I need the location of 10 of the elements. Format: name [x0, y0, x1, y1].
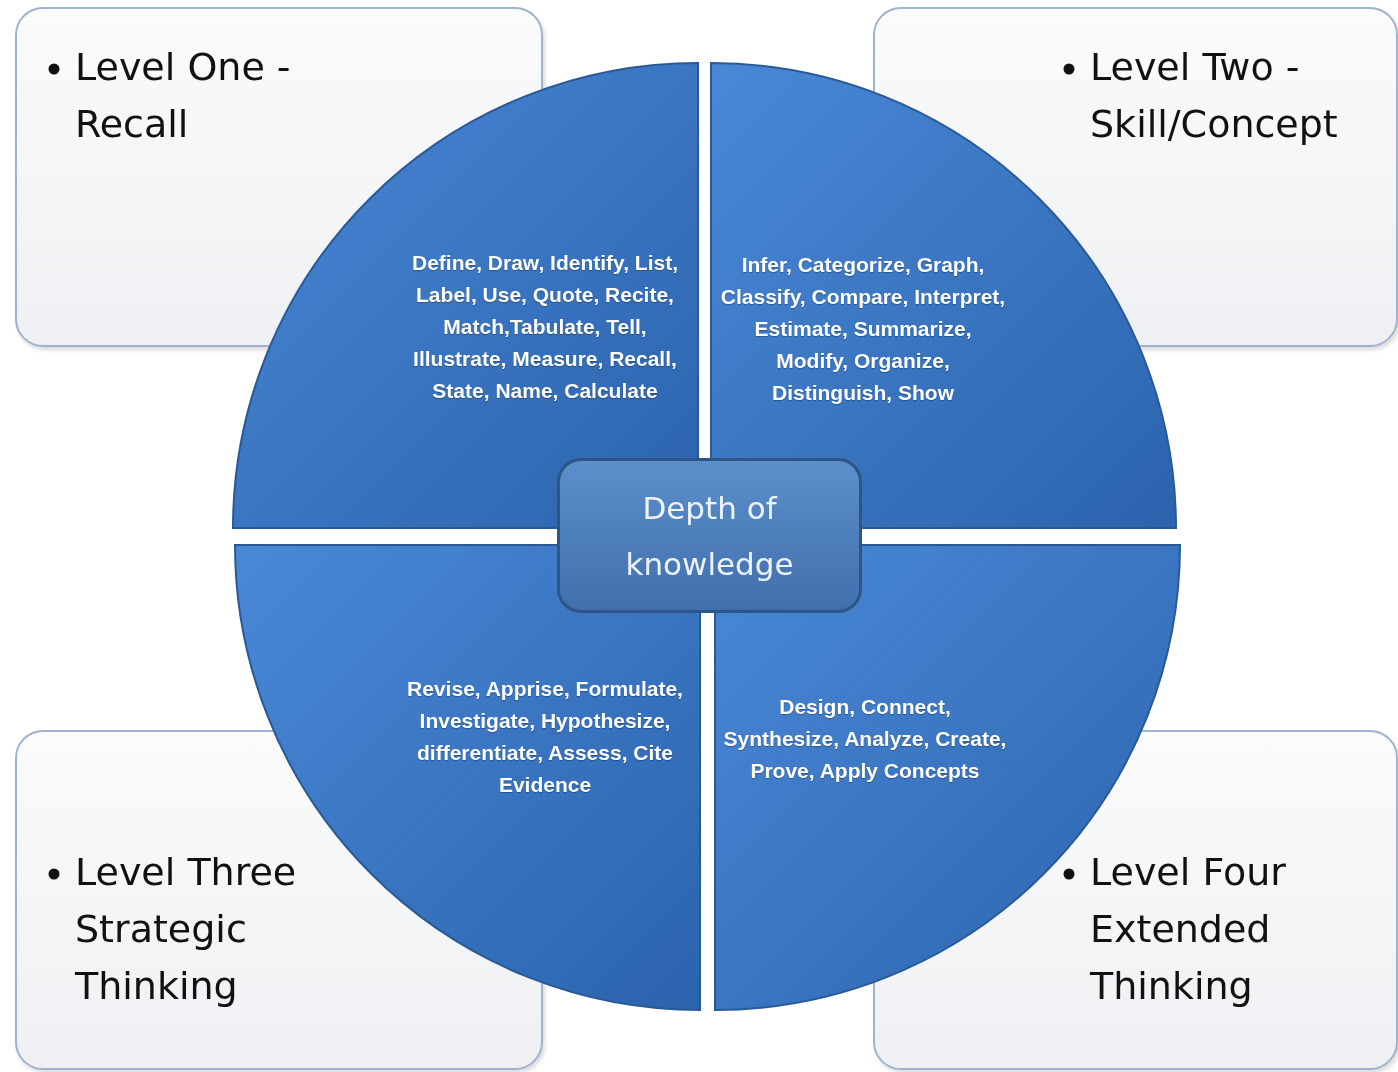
segment-text: Revise, Apprise, Formulate, Investigate, Hypothesize, differentiate, Assess, Cite Evidence: [406, 676, 684, 798]
level-title: Level Three Strategic Thinking: [75, 849, 298, 1010]
level-title: Level One - Recall: [75, 44, 292, 148]
center-label: Depth of knowledge: [624, 488, 795, 584]
level-title: Level Two - Skill/Concept: [1090, 44, 1339, 148]
center-box: [557, 458, 862, 613]
level-title: Level Four Extended Thinking: [1090, 849, 1287, 1010]
segment-text: Infer, Categorize, Graph, Classify, Compare, Interpret, Estimate, Summarize, Modify, Organize, Distinguish, Show: [719, 252, 1007, 406]
segment-text: Design, Connect, Synthesize, Analyze, Create, Prove, Apply Concepts: [722, 694, 1008, 784]
segment-text: Define, Draw, Identify, List, Label, Use, Quote, Recite, Match,Tabulate, Tell, Illustrate, Measure, Recall, State, Name, Calculate: [410, 250, 679, 404]
